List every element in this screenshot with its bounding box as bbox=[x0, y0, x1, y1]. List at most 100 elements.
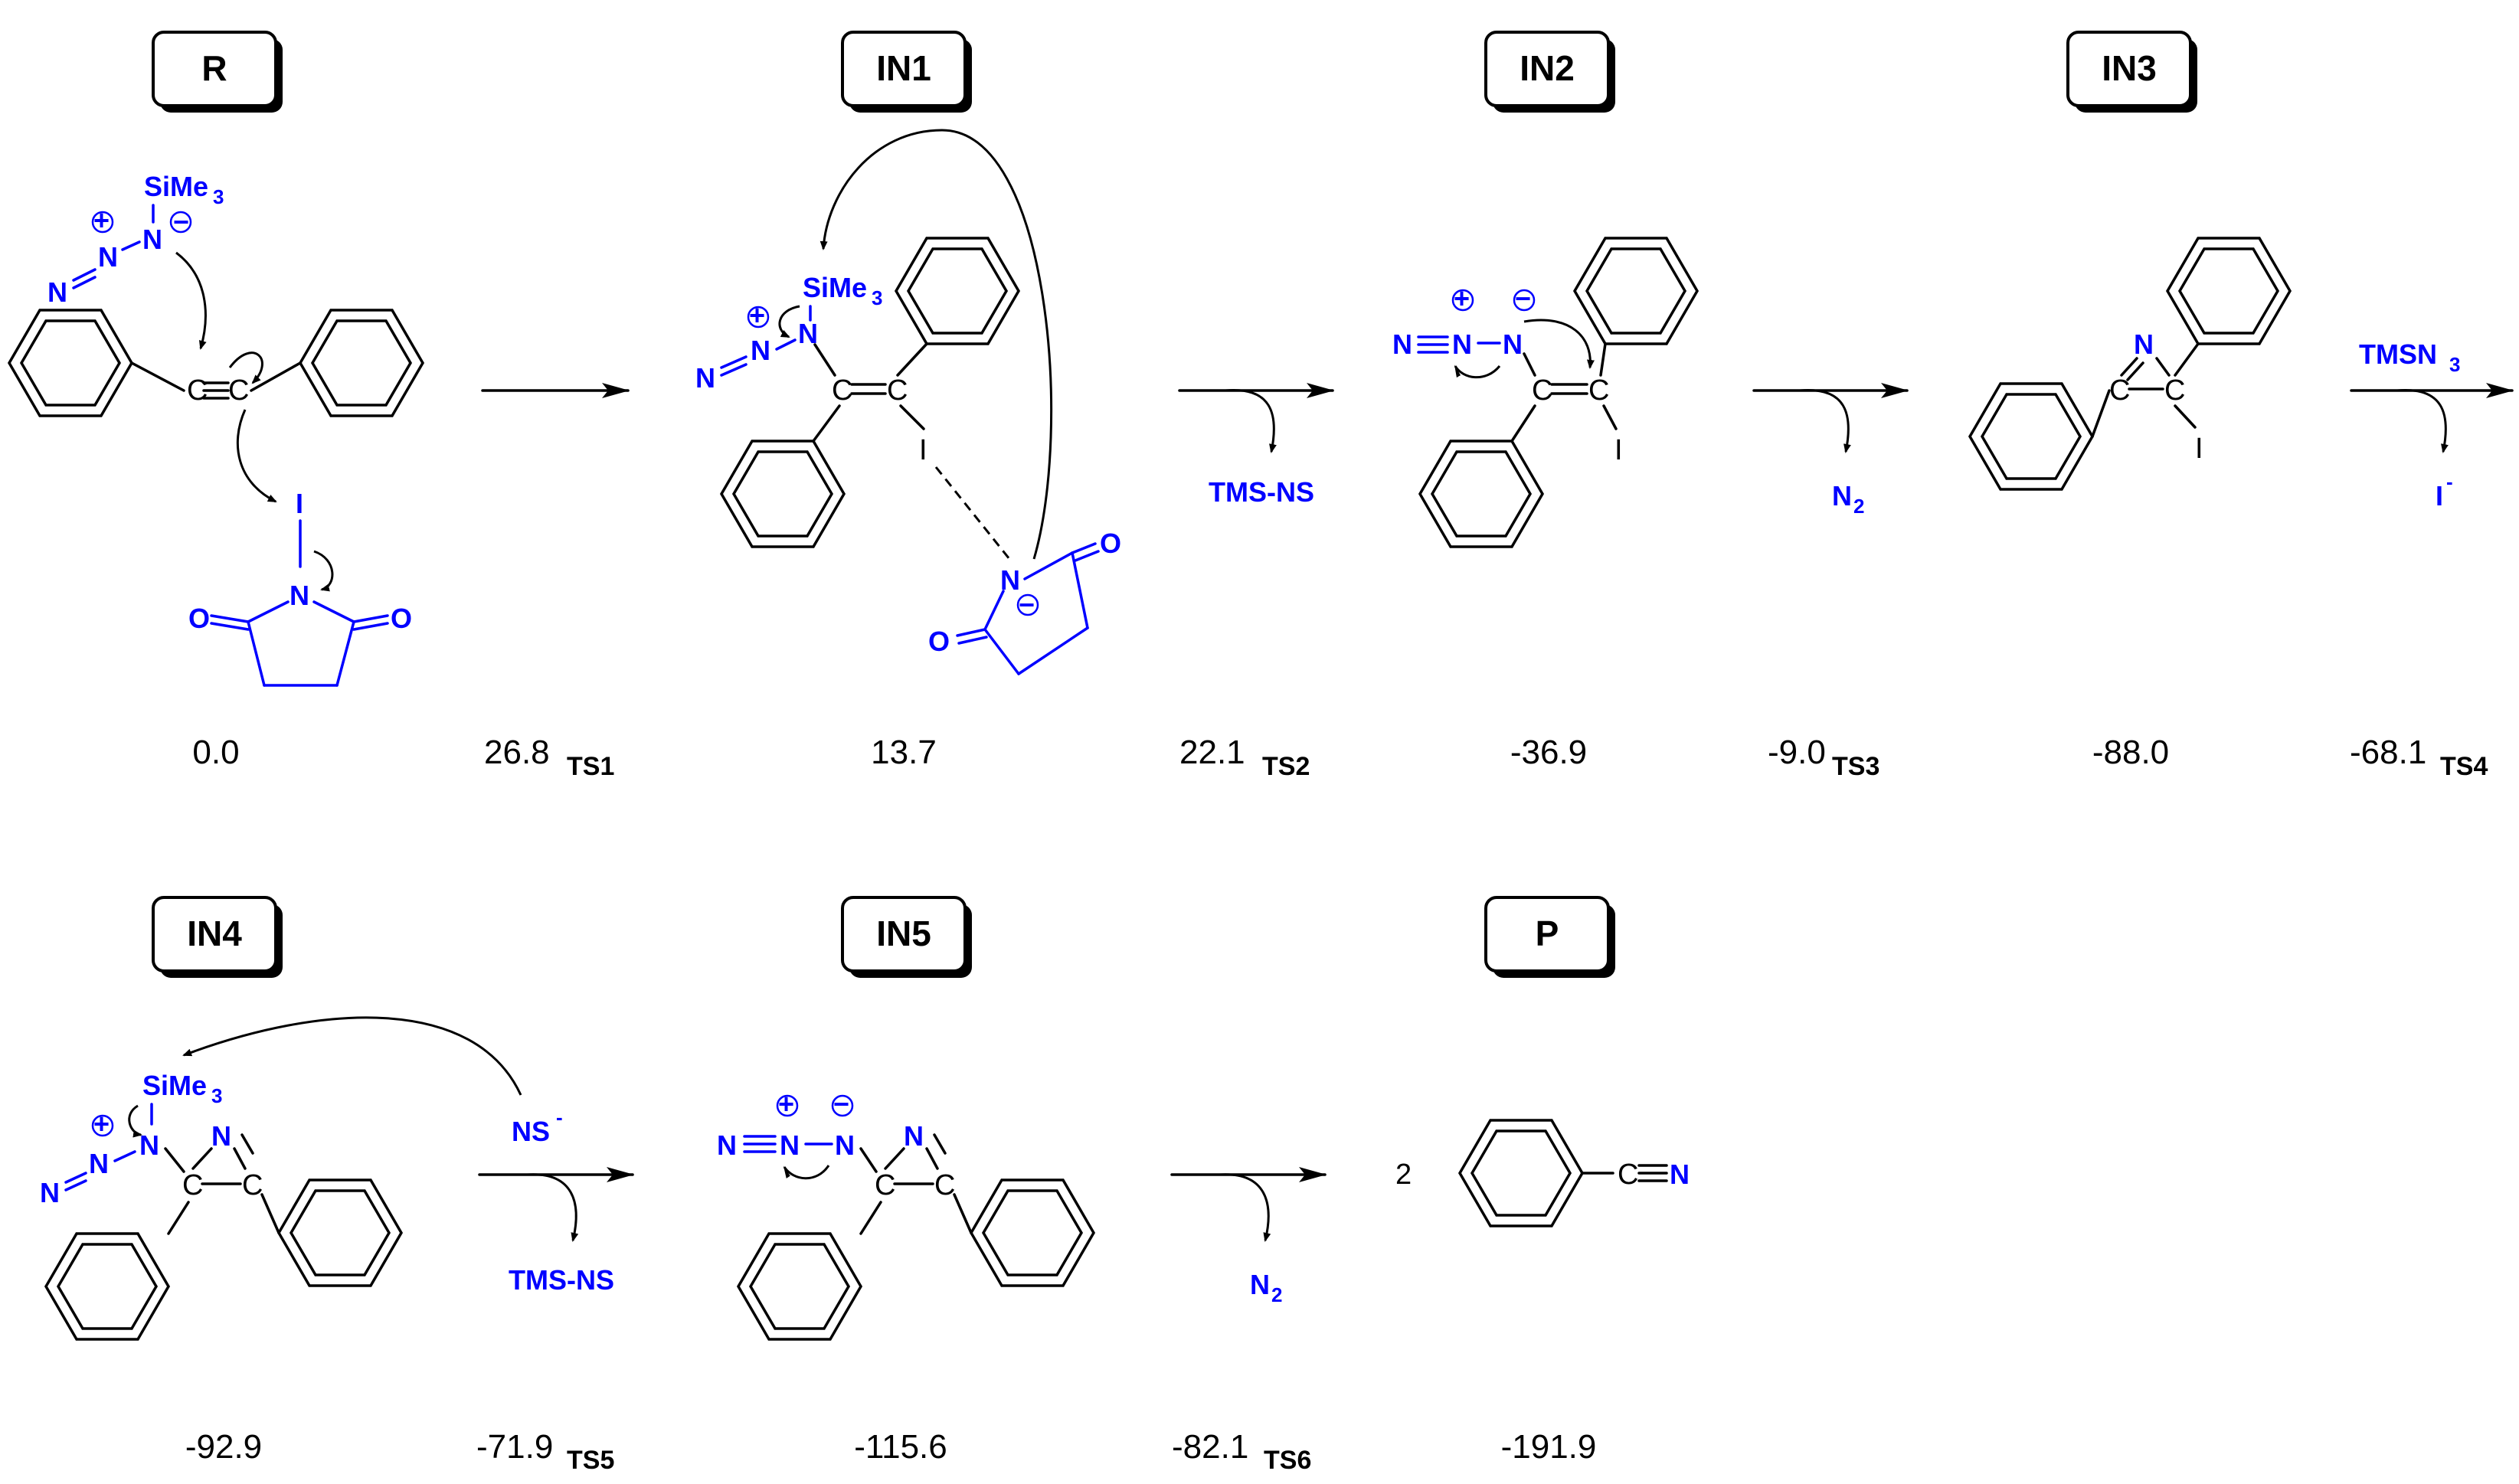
svg-text:N: N bbox=[780, 1129, 800, 1161]
label-R: R bbox=[201, 48, 227, 88]
svg-text:N: N bbox=[1503, 329, 1523, 360]
energy-TS6: -82.1 bbox=[1172, 1428, 1248, 1466]
energy-IN3: -88.0 bbox=[2092, 734, 2169, 771]
energy-TS4: -68.1 bbox=[2350, 734, 2426, 771]
energy-TS1: 26.8 bbox=[484, 734, 550, 771]
label-box-IN4: IN4 bbox=[152, 896, 283, 978]
label-box-IN3: IN3 bbox=[2066, 31, 2197, 113]
svg-text:N: N bbox=[89, 1148, 109, 1179]
svg-text:N: N bbox=[835, 1129, 855, 1161]
svg-text:C: C bbox=[1532, 374, 1552, 407]
energy-TS5: -71.9 bbox=[476, 1428, 553, 1466]
phenyl-ring bbox=[7, 309, 134, 417]
svg-text:TS5: TS5 bbox=[567, 1446, 614, 1475]
label-box-P: P bbox=[1484, 896, 1615, 978]
phenyl-ring bbox=[719, 440, 846, 548]
structure-IN3: C C N I bbox=[1968, 237, 2292, 491]
svg-text:TS2: TS2 bbox=[1262, 752, 1310, 781]
svg-text:−: − bbox=[1019, 589, 1035, 620]
phenyl-ring bbox=[298, 309, 425, 417]
step-arrow-TS3: N 2 bbox=[1752, 383, 1909, 518]
label-IN5: IN5 bbox=[876, 914, 931, 953]
svg-text:N: N bbox=[139, 1129, 159, 1161]
svg-text:+: + bbox=[749, 299, 765, 331]
byproduct-tms-ns: TMS-NS bbox=[1209, 476, 1314, 508]
svg-text:SiMe: SiMe bbox=[803, 272, 867, 303]
svg-text:+: + bbox=[778, 1088, 794, 1120]
svg-text:3: 3 bbox=[872, 286, 882, 309]
phenyl-ring bbox=[1968, 382, 2095, 491]
svg-text:+: + bbox=[1454, 283, 1470, 314]
label-box-IN2: IN2 bbox=[1484, 31, 1615, 113]
step-arrow-TS5: NS - TMS-NS bbox=[478, 1106, 634, 1296]
svg-text:N: N bbox=[1670, 1159, 1690, 1190]
byproduct-n2: N bbox=[1832, 480, 1852, 512]
svg-text:C: C bbox=[228, 374, 249, 407]
svg-text:N: N bbox=[1392, 329, 1412, 360]
phenyl-ring bbox=[1572, 237, 1700, 345]
svg-text:2: 2 bbox=[1271, 1283, 1282, 1306]
svg-text:N: N bbox=[142, 224, 162, 255]
label-IN1: IN1 bbox=[876, 48, 931, 88]
svg-text:C: C bbox=[182, 1169, 203, 1201]
svg-text:I: I bbox=[1614, 434, 1623, 466]
svg-text:N: N bbox=[40, 1177, 60, 1208]
energy-row-top: 0.0 26.8 TS1 13.7 22.1 TS2 -36.9 -9.0 TS… bbox=[192, 734, 2488, 781]
nis-reagent: I N O O bbox=[188, 488, 412, 687]
svg-text:N: N bbox=[904, 1120, 924, 1152]
svg-text:SiMe: SiMe bbox=[142, 1070, 207, 1101]
svg-text:+: + bbox=[93, 1108, 110, 1139]
energy-IN4: -92.9 bbox=[185, 1428, 262, 1466]
structure-IN1: C C I N SiMe 3 N + N N − bbox=[695, 129, 1121, 675]
svg-text:N: N bbox=[1452, 329, 1472, 360]
svg-text:I: I bbox=[2195, 433, 2203, 465]
byproduct-tms-ns-2: TMS-NS bbox=[509, 1264, 614, 1296]
energy-IN2: -36.9 bbox=[1510, 734, 1587, 771]
svg-text:N: N bbox=[717, 1129, 737, 1161]
label-P: P bbox=[1536, 914, 1559, 953]
svg-text:O: O bbox=[188, 603, 210, 634]
svg-text:N: N bbox=[211, 1120, 231, 1152]
phenyl-ring bbox=[44, 1232, 171, 1341]
structure-P: 2 C N bbox=[1395, 1119, 1690, 1227]
svg-text:N: N bbox=[98, 241, 118, 273]
energy-TS2: 22.1 bbox=[1179, 734, 1245, 771]
svg-text:N: N bbox=[2134, 329, 2154, 360]
phenyl-ring bbox=[969, 1178, 1096, 1287]
svg-text:O: O bbox=[391, 603, 412, 634]
label-box-R: R bbox=[152, 31, 283, 113]
structure-IN5: C C N N − N + N bbox=[717, 1088, 1096, 1341]
byproduct-n2-2: N bbox=[1250, 1269, 1270, 1300]
svg-text:2: 2 bbox=[1853, 495, 1864, 518]
label-IN2: IN2 bbox=[1520, 48, 1575, 88]
label-IN3: IN3 bbox=[2102, 48, 2157, 88]
phenyl-ring bbox=[2165, 237, 2292, 345]
energy-IN1: 13.7 bbox=[871, 734, 937, 771]
svg-text:N: N bbox=[751, 335, 770, 366]
svg-text:I: I bbox=[296, 488, 303, 519]
svg-text:TS3: TS3 bbox=[1832, 752, 1879, 781]
step-arrow-TS2: TMS-NS bbox=[1178, 383, 1334, 508]
phenyl-ring bbox=[894, 237, 1021, 345]
svg-text:-: - bbox=[556, 1106, 563, 1129]
phenyl-ring bbox=[1418, 440, 1545, 548]
svg-text:C: C bbox=[242, 1169, 263, 1201]
structure-IN2: C C I N − N + N bbox=[1392, 237, 1700, 548]
svg-text:3: 3 bbox=[213, 185, 224, 208]
succinimide-anion: N − O O bbox=[928, 528, 1121, 675]
step-arrow-TS4: TMSN 3 I - bbox=[2350, 338, 2514, 512]
svg-text:C: C bbox=[2164, 374, 2185, 407]
svg-text:N: N bbox=[798, 318, 818, 349]
svg-text:C: C bbox=[887, 374, 908, 407]
coefficient: 2 bbox=[1395, 1159, 1412, 1191]
reagent-ns-minus: NS bbox=[512, 1116, 550, 1147]
energy-row-bottom: -92.9 -71.9 TS5 -115.6 -82.1 TS6 -191.9 bbox=[185, 1428, 1597, 1475]
svg-text:TS4: TS4 bbox=[2440, 752, 2488, 781]
energy-P: -191.9 bbox=[1501, 1428, 1597, 1466]
svg-text:O: O bbox=[1100, 528, 1121, 559]
energy-IN5: -115.6 bbox=[854, 1428, 947, 1466]
step-arrow-TS6: N 2 bbox=[1170, 1167, 1327, 1306]
label-box-IN5: IN5 bbox=[841, 896, 972, 978]
svg-text:O: O bbox=[928, 626, 950, 657]
svg-text:N: N bbox=[290, 580, 309, 611]
